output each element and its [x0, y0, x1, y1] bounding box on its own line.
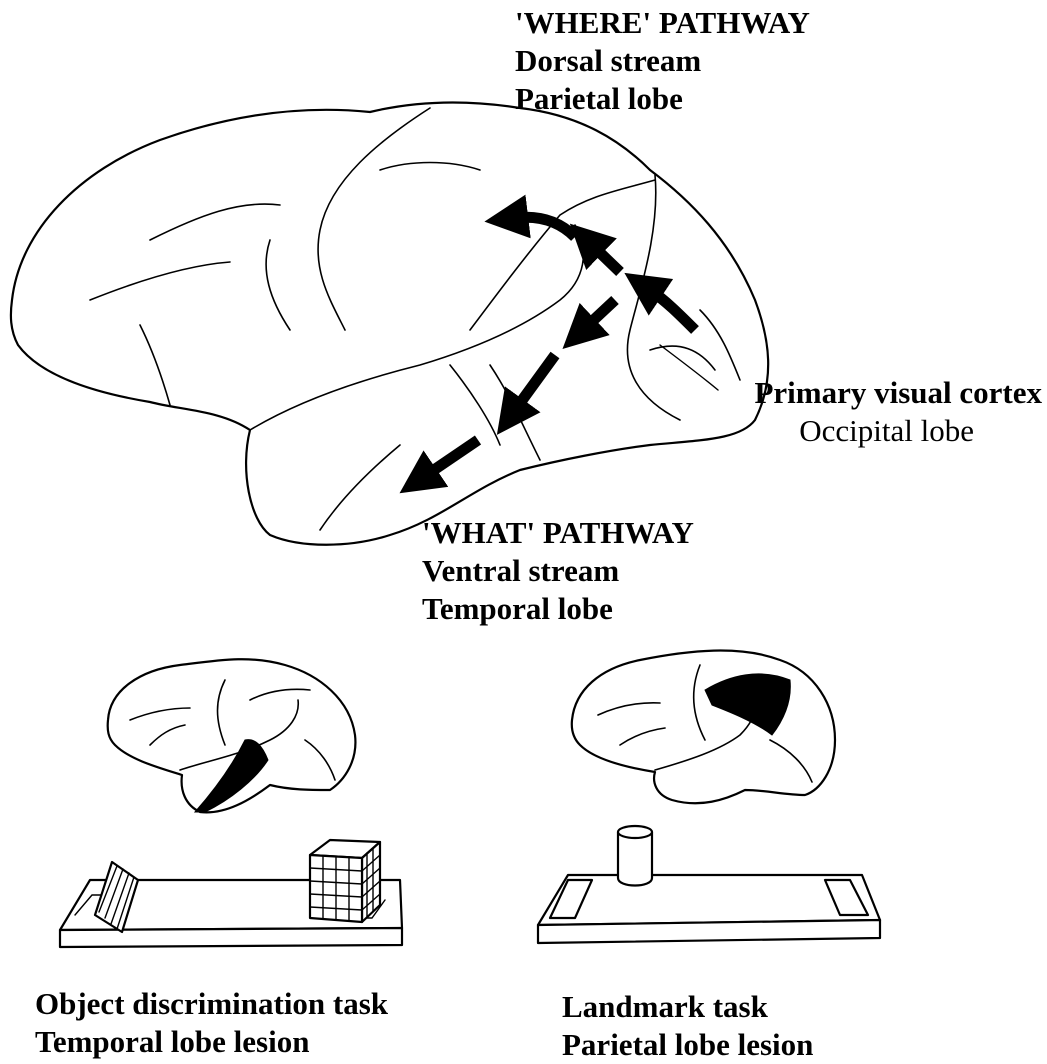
landmark-task-label: Landmark task — [562, 989, 768, 1024]
where-pathway-stream: Dorsal stream — [515, 43, 702, 78]
lunate-sulcus — [626, 174, 681, 421]
ventral-stream-arrows — [399, 295, 619, 494]
temporal-lesion-label: Temporal lobe lesion — [35, 1024, 310, 1059]
arrow-ventral-2 — [496, 351, 560, 435]
arrow-dorsal-curve — [484, 194, 579, 242]
cylinder-landmark — [616, 824, 654, 887]
main-brain — [9, 101, 770, 546]
what-pathway-lobe: Temporal lobe — [422, 591, 613, 626]
what-pathway-title: 'WHAT' PATHWAY — [422, 515, 694, 550]
lateral-sulcus — [249, 224, 585, 431]
left-well-cover — [548, 878, 594, 920]
occipital-lobe-label: Occipital lobe — [799, 413, 974, 448]
small-brain-parietal — [570, 649, 837, 805]
small-brain-temporal — [106, 658, 357, 814]
central-sulcus — [317, 107, 431, 331]
temporal-lesion — [193, 739, 269, 813]
landmark-board — [536, 824, 882, 945]
parietal-lesion — [704, 673, 791, 736]
arrow-ventral-3 — [399, 435, 482, 494]
where-pathway-title: 'WHERE' PATHWAY — [515, 5, 810, 40]
striped-object — [93, 860, 140, 934]
main-brain-outline — [9, 101, 770, 546]
arrow-ventral-1 — [562, 295, 619, 350]
object-discrimination-board — [58, 838, 404, 949]
checkered-cube — [308, 838, 382, 924]
object-discrimination-label: Object discrimination task — [35, 986, 389, 1021]
intraparietal-sulcus — [469, 179, 656, 331]
parietal-lesion-label: Parietal lobe lesion — [562, 1027, 814, 1062]
v1-leader-line — [659, 344, 719, 391]
arrow-v1-to-dorsal — [624, 272, 699, 334]
right-well-cover — [823, 878, 870, 917]
arrow-dorsal-up — [569, 223, 624, 276]
dorsal-stream-arrows — [484, 194, 699, 334]
what-pathway-stream: Ventral stream — [422, 553, 620, 588]
visual-cortex-label: Primary visual cortex — [754, 375, 1042, 410]
where-pathway-lobe: Parietal lobe — [515, 81, 683, 116]
